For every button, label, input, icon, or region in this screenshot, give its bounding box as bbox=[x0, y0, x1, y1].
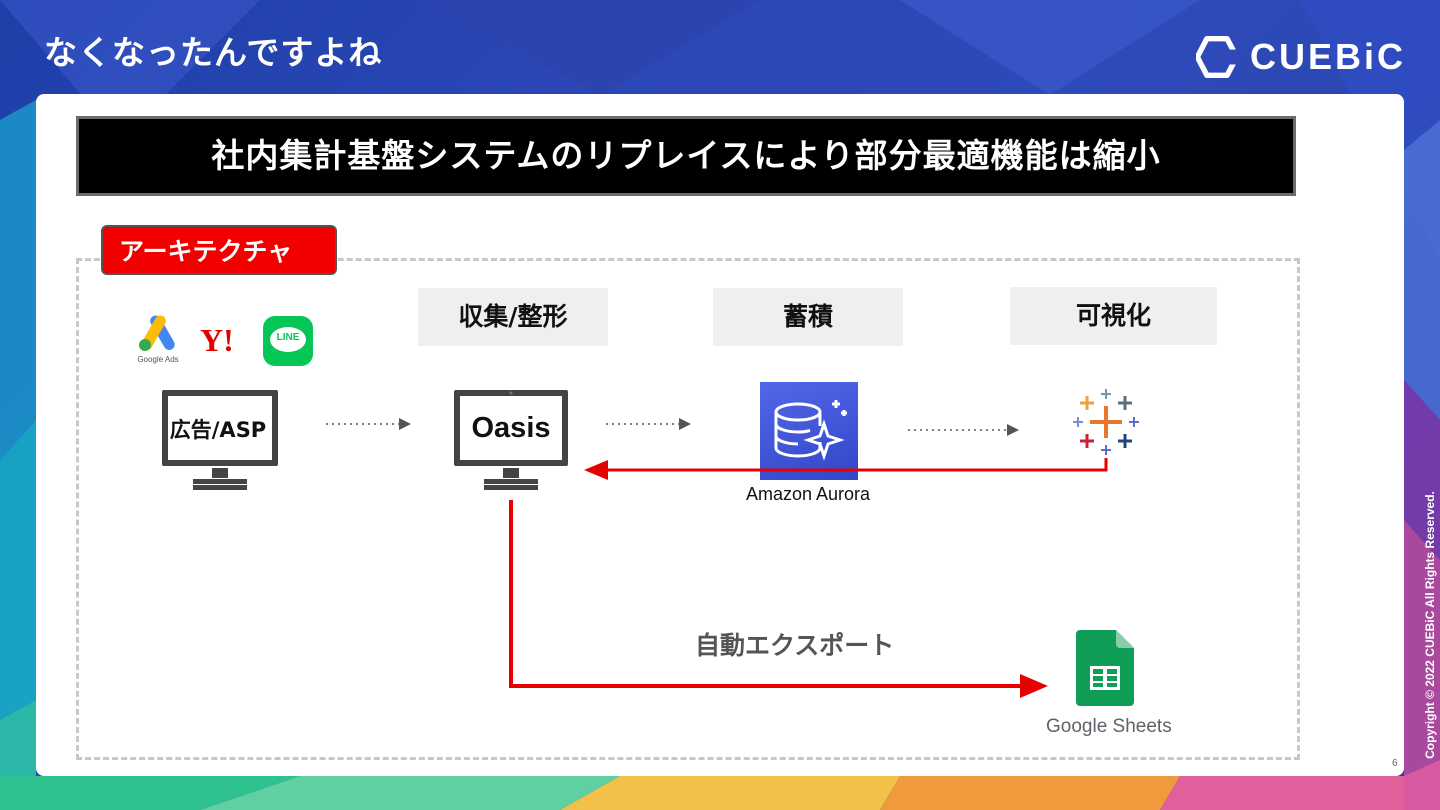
yahoo-icon: Y! bbox=[200, 322, 234, 358]
stage-collect: 収集/整形 bbox=[418, 288, 608, 346]
source-label: 広告/ASP bbox=[169, 418, 267, 442]
line-bubble-shape bbox=[270, 327, 306, 352]
oasis-label: Oasis bbox=[471, 412, 551, 444]
monitor-icon bbox=[454, 390, 568, 490]
copyright: Copyright © 2022 CUEBiC All Rights Reser… bbox=[1420, 480, 1440, 770]
sheets-label: Google Sheets bbox=[1046, 716, 1172, 737]
page-number: 6 bbox=[1392, 758, 1398, 769]
aurora-database-icon bbox=[760, 382, 858, 480]
section-tag: アーキテクチャ bbox=[101, 225, 337, 275]
database-glyph bbox=[774, 400, 847, 461]
google-sheets-icon bbox=[1076, 630, 1134, 706]
tableau-icon bbox=[1073, 389, 1139, 455]
aurora-label: Amazon Aurora bbox=[745, 484, 871, 504]
line-icon-text: LINE bbox=[276, 332, 300, 343]
title-text: 社内集計基盤システムのリプレイスにより部分最適機能は縮小 bbox=[211, 136, 1161, 175]
line-icon: LINE bbox=[263, 316, 313, 366]
stage-visualize: 可視化 bbox=[1010, 287, 1217, 345]
title-banner: 社内集計基盤システムのリプレイスにより部分最適機能は縮小 bbox=[76, 116, 1296, 196]
google-ads-label: Google Ads bbox=[137, 355, 179, 364]
google-ads-icon bbox=[139, 315, 175, 351]
stage-store: 蓄積 bbox=[713, 288, 903, 346]
export-label: 自動エクスポート bbox=[695, 631, 895, 660]
cuebic-logo: CUEBiC bbox=[1196, 28, 1406, 86]
copyright-text: Copyright © 2022 CUEBiC All Rights Reser… bbox=[1423, 491, 1437, 759]
logo-text: CUEBiC bbox=[1249, 36, 1406, 77]
monitor-icon bbox=[162, 390, 278, 490]
cuebic-logo-icon bbox=[1196, 36, 1238, 78]
architecture-frame bbox=[76, 258, 1300, 760]
slide-headline: なくなったんですよね bbox=[44, 33, 383, 72]
